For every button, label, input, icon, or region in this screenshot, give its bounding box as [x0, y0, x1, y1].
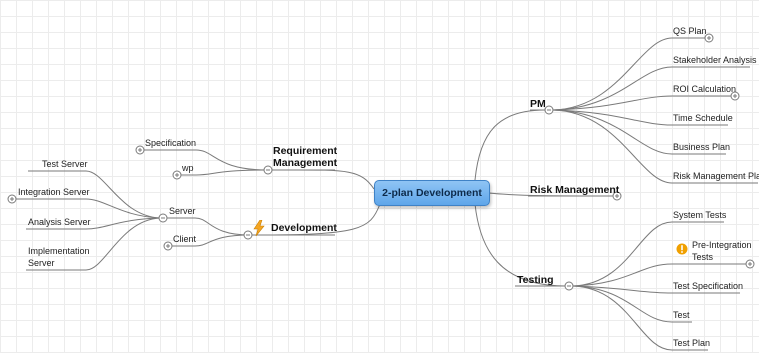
link-pm-roi	[552, 95, 673, 111]
lightning-person-icon	[253, 220, 265, 236]
topic-test-plan[interactable]: Test Plan	[673, 338, 711, 348]
topic-roi-calculation[interactable]: ROI Calculation	[673, 84, 737, 94]
topic-risk-management-plan[interactable]: Risk Management Plan	[673, 171, 759, 181]
link-testing-test	[572, 285, 673, 323]
link-pm-qs	[552, 37, 673, 111]
link-root-testing	[474, 203, 567, 287]
link-testing-plan	[572, 285, 673, 351]
link-pm-business	[552, 109, 673, 155]
topic-pm[interactable]: PM	[530, 98, 546, 110]
link-testing-system	[572, 221, 673, 287]
topic-implementation-server-line1[interactable]: Implementation	[28, 246, 90, 256]
topic-qs-plan[interactable]: QS Plan	[673, 26, 707, 36]
topic-stakeholder-analysis[interactable]: Stakeholder Analysis	[673, 55, 757, 65]
link-testing-spec	[572, 285, 673, 294]
topic-client[interactable]: Client	[173, 234, 197, 244]
topic-requirement-management-line2[interactable]: Management	[273, 157, 338, 169]
link-pm-riskplan	[552, 109, 673, 184]
topic-risk-management[interactable]: Risk Management	[530, 184, 620, 196]
link-root-reqmgmt	[269, 169, 375, 190]
topic-implementation-server-line2[interactable]: Server	[28, 258, 55, 268]
link-server-test	[85, 170, 161, 219]
topic-pre-integration-tests-line2[interactable]: Tests	[692, 252, 714, 262]
link-dev-server	[194, 217, 251, 236]
topic-test-server[interactable]: Test Server	[42, 159, 88, 169]
topic-test-specification[interactable]: Test Specification	[673, 281, 744, 291]
topic-system-tests[interactable]: System Tests	[673, 210, 727, 220]
topic-testing[interactable]: Testing	[517, 274, 554, 286]
link-server-implementation	[85, 217, 161, 271]
link-pm-stakeholder	[552, 66, 673, 111]
link-pm-time	[552, 109, 673, 126]
topic-integration-server[interactable]: Integration Server	[18, 187, 90, 197]
topic-business-plan[interactable]: Business Plan	[673, 142, 731, 152]
topic-specification[interactable]: Specification	[145, 138, 197, 148]
topic-wp[interactable]: wp	[182, 163, 194, 173]
topic-requirement-management-line1[interactable]: Requirement	[273, 145, 338, 157]
link-testing-preint	[572, 263, 673, 287]
topic-server[interactable]: Server	[169, 206, 196, 216]
topic-analysis-server[interactable]: Analysis Server	[28, 217, 91, 227]
root-topic[interactable]: 2-plan Development	[374, 180, 490, 206]
topic-pre-integration-tests-line1[interactable]: Pre-Integration	[692, 240, 752, 250]
link-dev-client	[194, 234, 251, 247]
warning-icon	[676, 243, 688, 255]
topic-test[interactable]: Test	[673, 310, 690, 320]
link-req-wp	[195, 169, 269, 176]
link-root-pm	[474, 109, 546, 181]
link-server-analysis	[85, 217, 161, 230]
topic-development[interactable]: Development	[271, 222, 337, 234]
link-req-spec	[195, 149, 269, 171]
topic-time-schedule[interactable]: Time Schedule	[673, 113, 733, 123]
link-server-integration	[85, 198, 161, 219]
